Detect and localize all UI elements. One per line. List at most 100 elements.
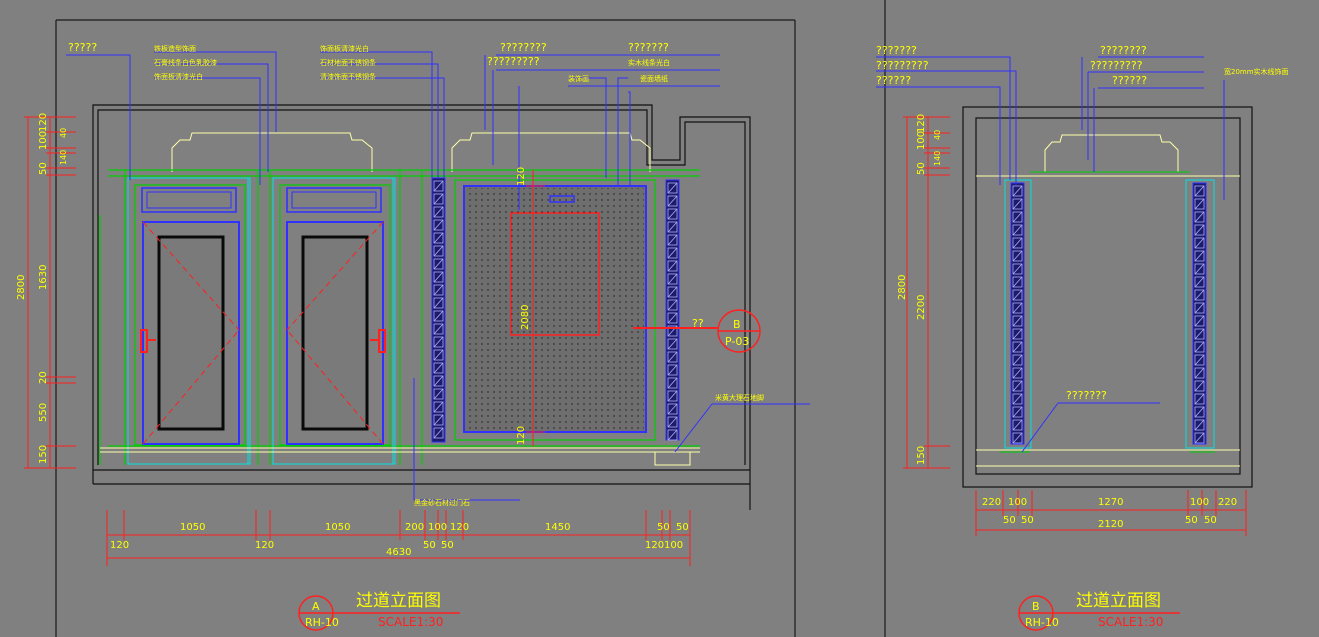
svg-text:1630: 1630 [38,265,49,290]
label-2: 铁板造型饰面 [154,44,196,53]
total-width-dim: 4630 [386,547,411,558]
svg-text:100: 100 [664,540,683,551]
wall-outline-b [962,106,1253,488]
glass-block-column-d [1192,182,1207,445]
svg-text:120: 120 [916,114,927,133]
bottom-dimension-lines-b [975,490,1247,536]
svg-text:50: 50 [423,540,436,551]
callout-mark: ?? [692,317,704,330]
svg-text:??????: ?????? [1112,74,1147,87]
bottom-dimension-text-b: 220 100 1270 100 220 50 50 50 50 2120 [982,497,1237,530]
svg-text:120: 120 [38,113,49,132]
leader-lines-b [876,56,1225,453]
svg-text:120: 120 [255,540,274,551]
wall-panel-frames [99,169,700,465]
svg-text:50: 50 [916,162,927,175]
svg-text:50: 50 [657,522,670,533]
svg-text:2800: 2800 [16,275,27,300]
glass-block-column-c [1010,182,1025,445]
label-10: 装饰画 [568,74,589,83]
svg-text:150: 150 [916,446,927,465]
glass-block-column-a [431,177,446,443]
svg-text:过道立面图: 过道立面图 [1076,591,1161,611]
annotation-labels: ????? 铁板造型饰面 石膏线条白色乳胶漆 饰面板清漆光白 饰面板清漆光白 石… [68,41,764,507]
svg-text:50: 50 [38,162,49,175]
svg-text:??????: ?????? [876,74,911,87]
svg-text:???????: ??????? [1066,389,1107,402]
svg-text:宽20mm实木线饰面: 宽20mm实木线饰面 [1224,67,1289,76]
svg-text:100: 100 [38,131,49,150]
label-3: 石膏线条白色乳胶漆 [154,58,217,67]
label-6: 石材地面不锈钢条 [320,58,376,67]
left-dimension-text: 120 100 40 140 50 1630 2800 20 550 150 [16,113,68,464]
annotation-labels-b: ??????? ????????? ?????? ???????? ??????… [876,44,1289,402]
ceiling-molding-b [976,134,1240,467]
svg-text:2800: 2800 [897,275,908,300]
svg-text:1050: 1050 [180,522,205,533]
label-14: 米黄大理石地脚 [715,393,764,402]
svg-text:120: 120 [110,540,129,551]
label-15: 黑金砂石材过门石 [414,498,470,507]
callout-tag: B [733,318,741,331]
svg-text:220: 220 [982,497,1001,508]
left-dimension-chain-b [903,116,950,469]
panel-frame-b [1000,171,1215,453]
svg-text:?????????: ????????? [1090,59,1143,72]
label-13: 瓷面墙纸 [640,74,668,83]
left-dimension-chain [24,116,76,469]
svg-text:100: 100 [428,522,447,533]
svg-text:140: 140 [59,150,68,165]
elevation-view-a: B P-03 ?? ????? 铁板造型饰面 石膏线条白色乳胶漆 [16,41,810,631]
door-casings [127,177,396,465]
wall-outline [92,104,751,510]
svg-text:2200: 2200 [916,295,927,320]
svg-text:1050: 1050 [325,522,350,533]
svg-text:140: 140 [933,151,942,166]
elevation-view-b: ??????? ????????? ?????? ???????? ??????… [876,44,1289,631]
svg-text:50: 50 [441,540,454,551]
ceiling-molding [171,132,651,172]
svg-text:?????????: ????????? [876,59,929,72]
svg-text:220: 220 [1218,497,1237,508]
bottom-dimension-text: 1050 1050 200 100 120 1450 50 50 120 120… [110,522,689,558]
feature-wall-texture [466,188,644,430]
svg-text:50: 50 [1204,515,1217,526]
svg-text:???????: ??????? [876,44,917,57]
title-block-b: B RH-10 过道立面图 SCALE1:30 [1018,591,1180,631]
svg-text:120: 120 [450,522,469,533]
door-right [286,187,386,445]
inner-dimension: 120 2080 120 [516,167,545,446]
svg-text:SCALE1:30: SCALE1:30 [1098,615,1163,629]
svg-text:120: 120 [516,167,527,186]
svg-text:550: 550 [38,403,49,422]
view-tag: A [312,600,320,613]
svg-text:200: 200 [405,522,424,533]
section-callout: B P-03 ?? [633,309,761,353]
label-8: ???????? [500,41,547,54]
callout-ref: P-03 [725,335,749,348]
svg-text:1270: 1270 [1098,497,1123,508]
label-1: ????? [68,41,97,54]
label-4: 饰面板清漆光白 [154,72,203,81]
svg-text:100: 100 [1190,497,1209,508]
label-12: 实木线条光白 [628,58,670,67]
total-width-dim-b: 2120 [1098,519,1123,530]
svg-text:120: 120 [645,540,664,551]
column-casings-b [1004,179,1215,449]
svg-text:120: 120 [516,426,527,445]
svg-text:1450: 1450 [545,522,570,533]
svg-text:2080: 2080 [520,305,531,330]
svg-text:100: 100 [916,131,927,150]
view-title: 过道立面图 [356,591,441,611]
door-left [140,187,240,445]
svg-text:150: 150 [38,445,49,464]
svg-text:RH-10: RH-10 [1025,616,1059,629]
left-dimension-text-b: 120 100 40 140 50 2800 2200 150 [897,114,942,465]
label-11: ??????? [628,41,669,54]
svg-text:B: B [1032,600,1040,613]
svg-text:100: 100 [1008,497,1027,508]
label-5: 饰面板清漆光白 [320,44,369,53]
leader-lines [66,51,810,501]
skirting [100,447,700,466]
